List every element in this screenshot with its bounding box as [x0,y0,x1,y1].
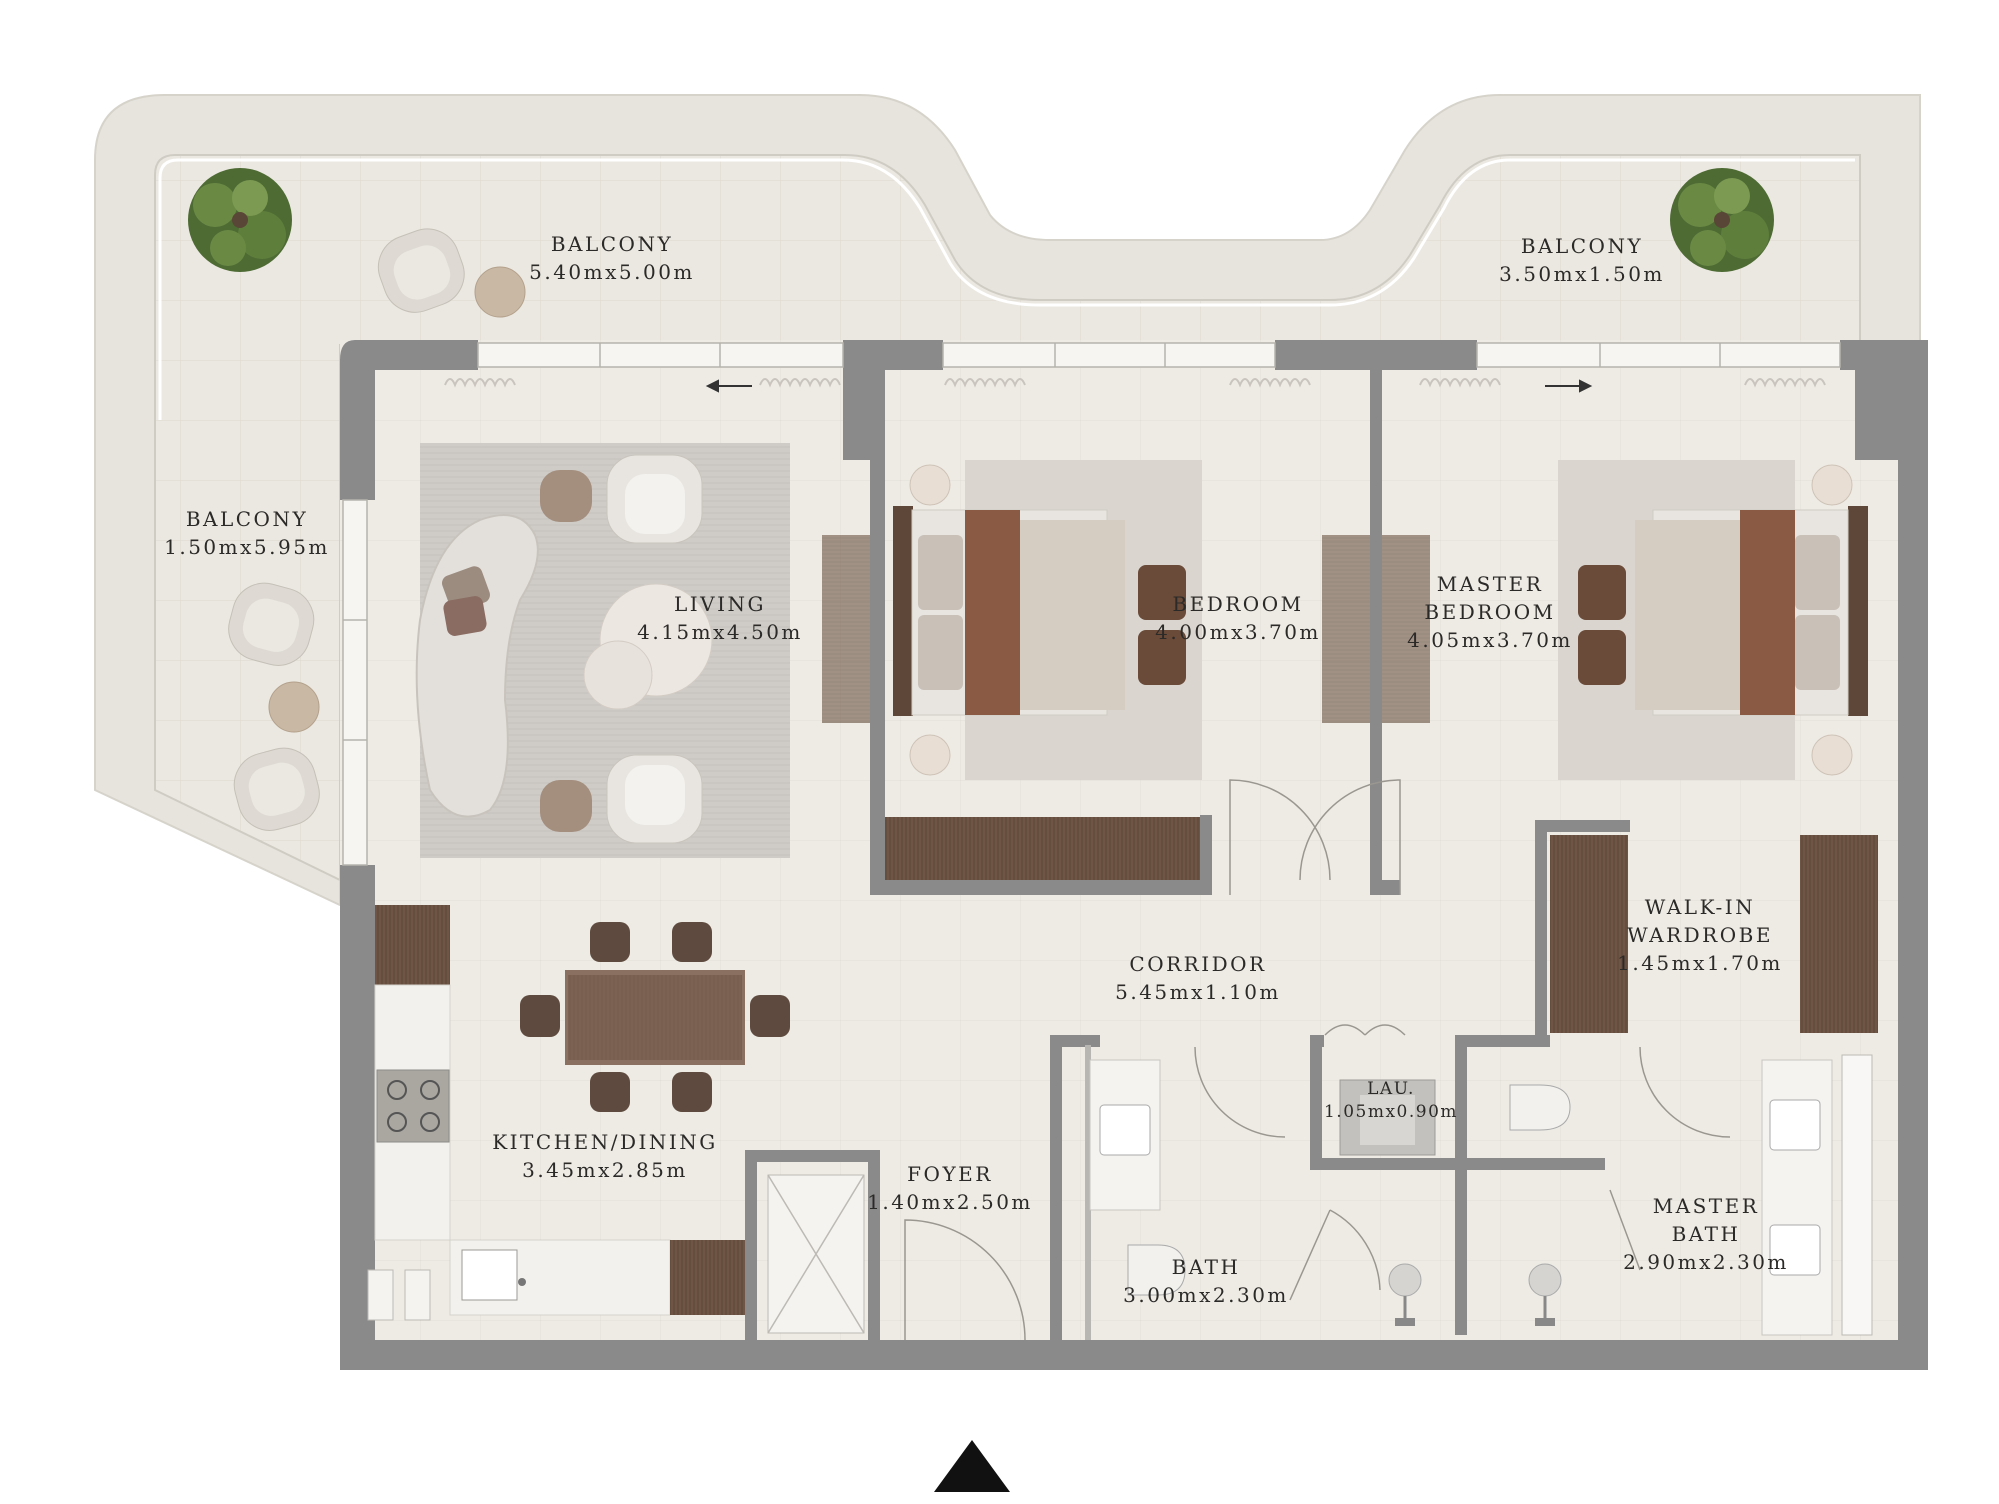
plant-icon [188,168,292,272]
living-label: LIVING 4.15mx4.50m [637,592,803,644]
bedroom-label: BEDROOM 4.00mx3.70m [1155,592,1321,644]
toilet-icon [1127,1244,1186,1296]
master-bedroom-furniture [1550,460,1878,1033]
wardrobe [1800,835,1878,1033]
windows [342,342,1841,866]
shower-icon [1388,1263,1422,1326]
walls [340,340,1928,1370]
kitchen-dining-label: KITCHEN/DINING 3.45mx2.85m [492,1130,718,1182]
living-furniture [415,443,790,858]
balcony-floor [154,154,1861,882]
shower-icon [1528,1263,1562,1326]
slide-arrow-icon [705,379,1593,393]
master-bedroom-label: MASTER BEDROOM 4.05mx3.70m [1407,572,1573,652]
stove-icon [376,1069,450,1143]
kitchen-furniture [367,905,790,1321]
balcony-furniture [228,228,526,831]
toilet-icon [1509,1084,1571,1131]
foyer-closet [767,1174,865,1334]
balcony-main-label: BALCONY 5.40mx5.00m [529,232,695,284]
curtains [444,378,1826,388]
north-arrow-icon [934,1440,1010,1492]
wardrobe [1550,835,1628,1033]
doors [904,779,1731,1341]
wardrobe [885,817,1200,880]
sink-icon [461,1249,526,1301]
master-bath-label: MASTER BATH 2.90mx2.30m [1623,1194,1789,1274]
bath-fixtures [1089,1054,1873,1336]
balcony-left-label: BALCONY 1.50mx5.95m [164,507,330,559]
corridor-label: CORRIDOR 5.45mx1.10m [1115,952,1281,1004]
bath-label: BATH 3.00mx2.30m [1123,1255,1289,1307]
balcony-right-label: BALCONY 3.50mx1.50m [1499,234,1665,286]
laundry-label: LAU. 1.05mx0.90m [1323,1079,1459,1122]
plant-icon [1670,168,1774,272]
foyer-label: FOYER 1.40mx2.50m [867,1162,1033,1214]
walk-in-wardrobe-label: WALK-IN WARDROBE 1.45mx1.70m [1617,895,1783,975]
bedroom-furniture [822,460,1430,880]
